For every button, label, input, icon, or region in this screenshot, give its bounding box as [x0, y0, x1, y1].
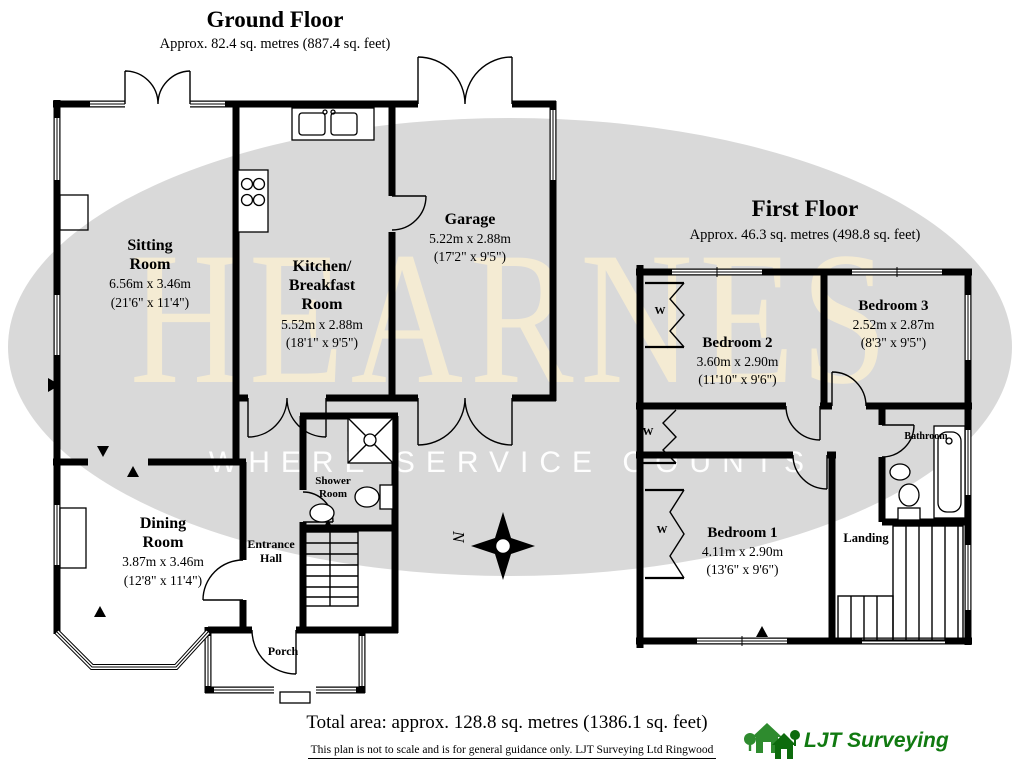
first-floor-doors [785, 371, 915, 490]
chimney-breast-sitting [59, 194, 89, 231]
surveyor-logo: LJT Surveying [742, 714, 957, 768]
porch-step [279, 691, 311, 704]
room-label-bedroom2: Bedroom 2 3.60m x 2.90m (11'10" x 9'6") [696, 335, 779, 388]
watermark-ellipse [8, 118, 1012, 576]
opening-markers-first [756, 626, 768, 637]
wardrobe-label-3: W [656, 524, 668, 536]
room-label-kitchen: Kitchen/ Breakfast Room 5.52m x 2.88m (1… [281, 258, 363, 350]
ground-floor-stairs [302, 519, 359, 607]
first-floor-subtitle: Approx. 46.3 sq. metres (498.8 sq. feet) [689, 227, 921, 243]
total-area-text: Total area: approx. 128.8 sq. metres (13… [306, 712, 708, 733]
basin-icon-ground [309, 503, 335, 523]
bath-icon [933, 425, 966, 519]
toilet-icon-first [897, 483, 921, 521]
disclaimer-text: This plan is not to scale and is for gen… [232, 744, 792, 759]
room-label-entrance-hall: Entrance Hall [247, 537, 295, 565]
first-floor-walls [636, 265, 972, 648]
wardrobe-label-1: W [654, 305, 666, 317]
ljt-logo-text: LJT Surveying [804, 729, 949, 752]
first-floor-stairs [837, 525, 964, 641]
room-label-landing: Landing [843, 531, 889, 545]
room-label-bedroom1: Bedroom 1 4.11m x 2.90m (13'6" x 9'6") [701, 525, 784, 578]
wardrobe-label-2: W [642, 426, 654, 438]
room-label-dining: Dining Room 3.87m x 3.46m (12'8" x 11'4"… [122, 515, 204, 588]
ground-floor-windows [53, 100, 557, 694]
first-floor-windows [672, 267, 972, 646]
ljt-logo-icon [744, 723, 800, 759]
wardrobe-closets [643, 281, 685, 580]
hob-icon [237, 169, 269, 233]
room-label-porch: Porch [267, 644, 299, 658]
room-label-garage: Garage 5.22m x 2.88m (17'2" x 9'5") [429, 211, 511, 265]
watermark-brand-text: HEARNES [129, 214, 895, 424]
room-label-bedroom3: Bedroom 3 2.52m x 2.87m (8'3" x 9'5") [852, 298, 935, 351]
ground-floor-walls [53, 100, 557, 694]
first-floor-title: First Floor [751, 196, 859, 221]
room-label-shower-room: Shower Room [315, 475, 351, 500]
ground-floor-doors [124, 56, 513, 675]
kitchen-sink-icon [291, 107, 375, 141]
chimney-breast-dining [59, 507, 87, 569]
basin-icon-first [889, 463, 911, 481]
opening-markers-ground [48, 378, 139, 617]
ground-floor-title: Ground Floor [206, 7, 344, 32]
room-label-sitting: Sitting Room 6.56m x 3.46m (21'6" x 11'4… [109, 237, 191, 310]
compass-icon: N [449, 512, 535, 580]
compass-north-label: N [449, 530, 468, 544]
room-label-bathroom: Bathroom [904, 431, 948, 442]
toilet-icon-ground [354, 484, 394, 510]
shower-cubicle-icon [347, 417, 394, 464]
ground-floor-subtitle: Approx. 82.4 sq. metres (887.4 sq. feet) [159, 36, 391, 52]
